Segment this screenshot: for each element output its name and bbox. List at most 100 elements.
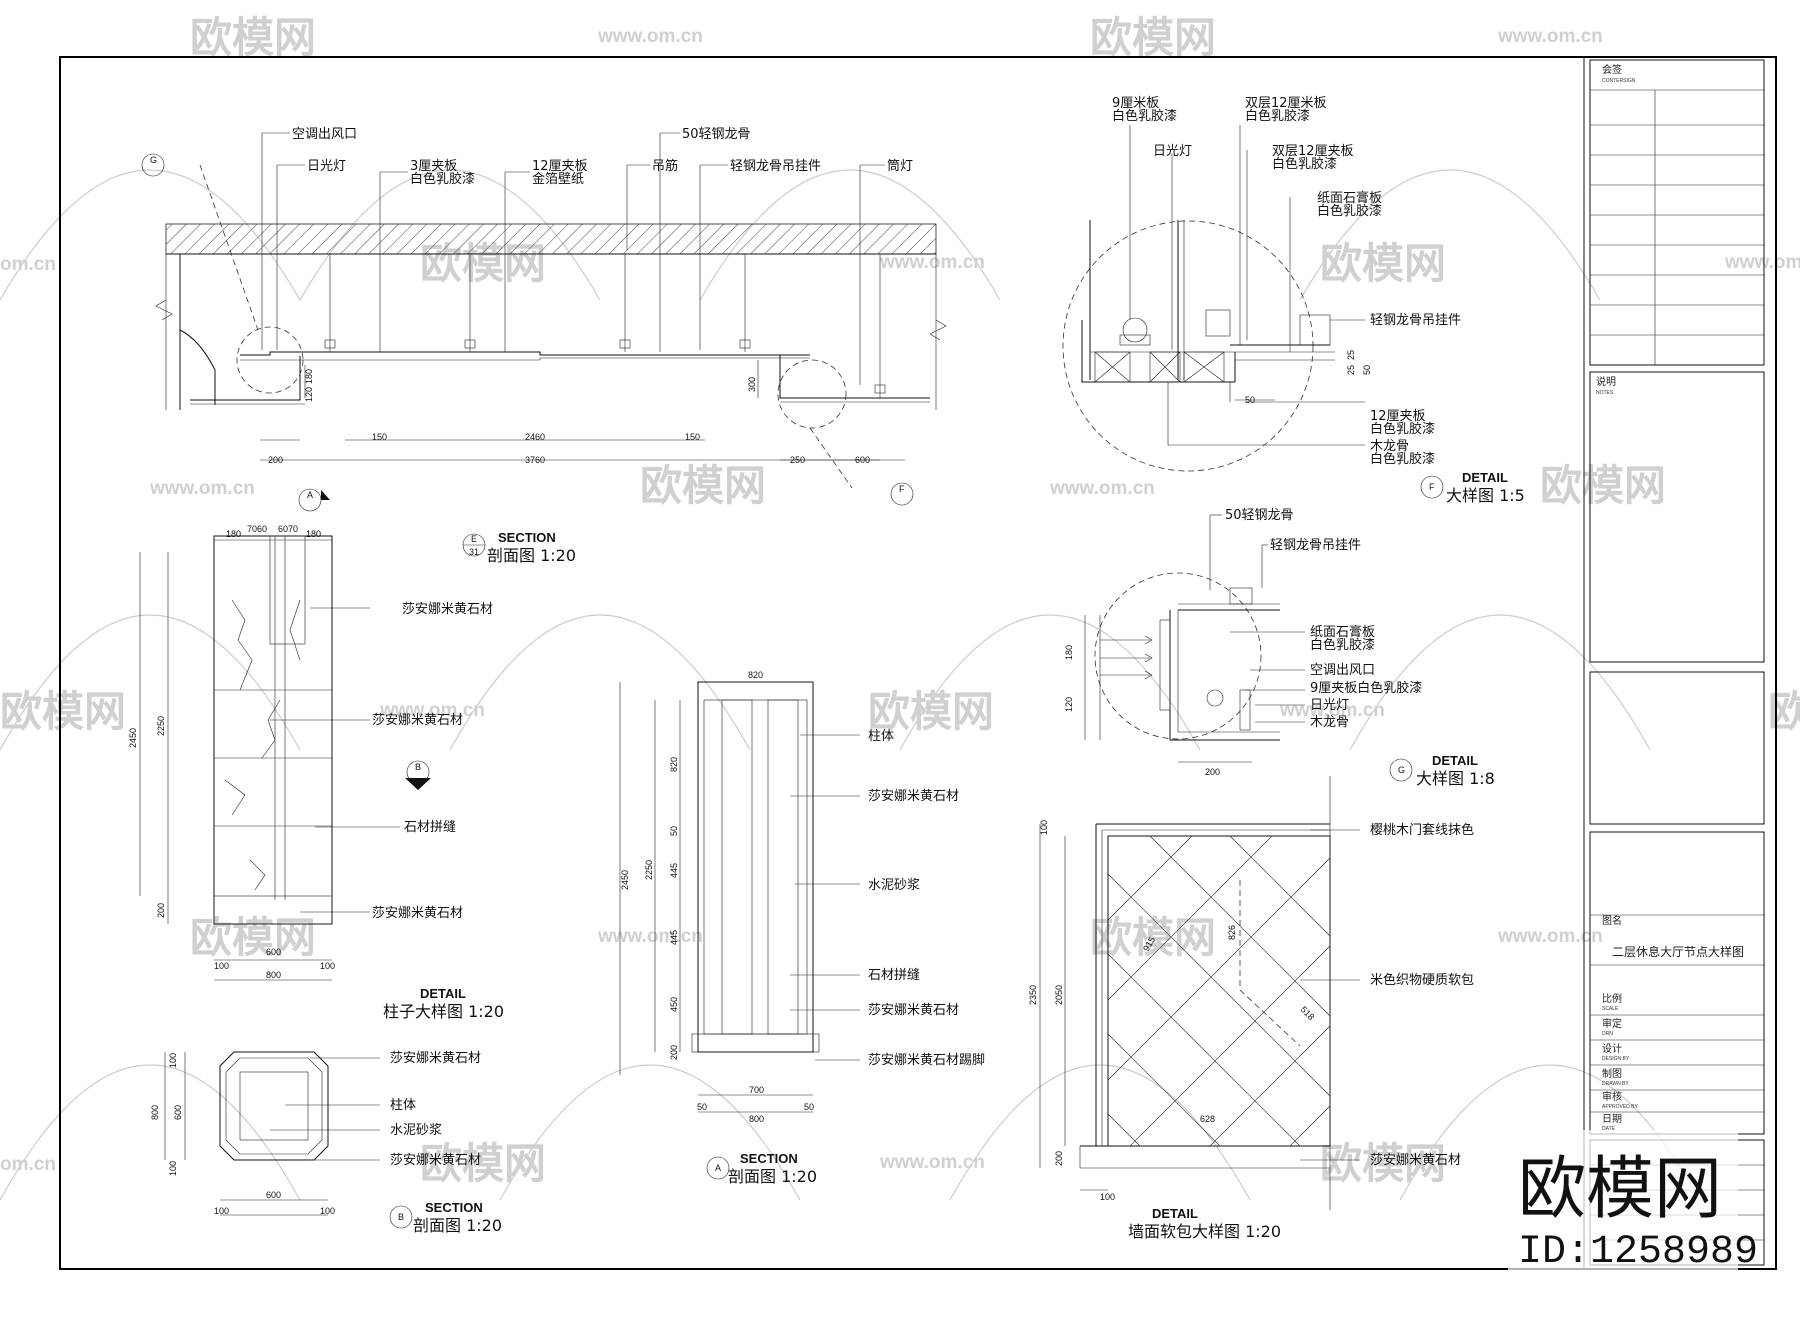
tb-date-en: DATE [1602,1126,1616,1132]
tb-design: 设计 [1602,1042,1622,1055]
sb-label-stone: 莎安娜米黄石材 [390,1051,481,1066]
tb-approved-en: APPROVED BY [1602,1104,1639,1110]
section-e-mark: E [471,534,477,544]
watermark-url: om.cn [0,1154,56,1175]
sa-dim-200: 200 [669,1045,679,1060]
callout-a-text: A [307,490,313,500]
ceiling-section: + [155,132,947,489]
watermark-url: www.om.cn [597,26,703,47]
wd-dim-v2350: 2350 [1028,985,1038,1005]
tb-tuming-label: 图名 [1602,914,1622,927]
column-outline [213,535,333,925]
tb-huiqian: 会签 [1602,63,1622,76]
df-label-hanger: 轻钢龙骨吊挂件 [1370,313,1461,328]
df-dim-50a: 50 [1362,365,1372,375]
section-e-caption: SECTION [498,530,556,545]
sb-label-mortar: 水泥砂浆 [390,1123,442,1138]
dg-dim-180: 180 [1064,645,1074,660]
watermark-url: www.om.cn [1497,26,1603,47]
df-label-dbl12a-finish: 白色乳胶漆 [1245,108,1310,124]
watermark-brand: 欧模网 [1768,687,1800,736]
wall-detail [1039,776,1360,1210]
watermark-brand: 欧模网 [868,687,994,736]
label-vent: 空调出风口 [292,127,357,142]
dim-120: 120 [304,387,314,402]
df-label-gypsum: 纸面石膏板 [1317,190,1382,206]
sb-dim-v100a: 100 [168,1053,178,1068]
sb-caption: SECTION [425,1200,483,1215]
sb-dim-v600: 600 [173,1105,183,1120]
label-ply3: 3厘夹板 [410,159,457,174]
label-hanger-rod: 吊筋 [652,158,678,174]
cd-dim-800: 800 [266,970,281,980]
watermark-brand: 欧模网 [1320,1139,1446,1188]
tb-approved: 审核 [1602,1090,1622,1103]
sa-dim-50: 50 [669,826,679,836]
diamond-grid [1107,835,1331,1147]
cd-marker-b-arrow [405,778,431,790]
dg-dim-120: 120 [1064,697,1074,712]
cd-dim-600: 600 [266,947,281,957]
callout-a-arrow [321,490,330,500]
dim-180: 180 [304,369,314,384]
df-label-ply9-finish: 白色乳胶漆 [1112,108,1177,124]
sb-dim-v800: 800 [150,1105,160,1120]
detail-f-circle [1062,220,1314,472]
sa-dim-top820: 820 [748,670,763,680]
wd-caption: DETAIL [1152,1206,1198,1221]
sa-caption: SECTION [740,1151,798,1166]
watermark-url: www.om.cn [1279,700,1385,721]
sb-mark: B [398,1212,404,1222]
cd-dim-top-c: 6070 [278,524,298,534]
wd-dim-628: 628 [1200,1114,1215,1124]
watermark-brand: 欧模网 [1090,913,1216,962]
watermark-url: www.om.cn [379,700,485,721]
wd-label-fabric: 米色织物硬质软包 [1370,972,1474,988]
cd-dim-top-a: 180 [226,529,241,539]
sa-dim-b800: 800 [749,1114,764,1124]
brand-badge-id: ID:1258989 [1518,1230,1758,1275]
cd-caption: DETAIL [420,986,466,1001]
cd-dim-2250: 2250 [156,716,166,736]
watermark-url: www.om.cn [149,478,255,499]
wd-label-door-trim: 樱桃木门套线抹色 [1370,822,1474,838]
tb-check: 审定 [1602,1017,1622,1030]
watermark-brand: 欧模网 [190,913,316,962]
df-dim-25a: 25 [1346,365,1356,375]
dg-label-hanger: 轻钢龙骨吊挂件 [1270,538,1361,553]
section-b-outline [219,1051,329,1161]
df-dim-25b: 25 [1346,350,1356,360]
watermark-brand: 欧模网 [420,1139,546,1188]
sb-dim-v100b: 100 [168,1161,178,1176]
df-label-ply12-finish: 白色乳胶漆 [1370,421,1435,437]
wd-dim-v100: 100 [1039,820,1049,835]
dg-label-fluorescent: 日光灯 [1310,698,1349,713]
sa-title: 剖面图 1:20 [728,1167,817,1186]
dg-label-gypsum: 纸面石膏板 [1310,624,1375,640]
df-label-fluorescent: 日光灯 [1153,144,1192,159]
sb-marker [389,1205,413,1229]
label-fluorescent: 日光灯 [307,159,346,174]
sb-dim-h100b: 100 [320,1206,335,1216]
dim-600: 600 [855,455,870,465]
cd-label-joint: 石材拼缝 [404,820,456,835]
sa-label-stone2: 莎安娜米黄石材 [868,1003,959,1018]
detail-g-text: 50轻钢龙骨 轻钢龙骨吊挂件 纸面石膏板 白色乳胶漆 空调出风口 9厘夹板白色乳… [1064,508,1495,788]
title-block: 会签 CONTERSIGN 说明 NOTES 图名 二层休息大厅节点大样图 比例… [1589,59,1765,1266]
ceiling-section-text: 空调出风口 日光灯 3厘夹板 白色乳胶漆 12厘夹板 金箔壁纸 50轻钢龙骨 吊… [141,127,914,565]
callout-circle-g [236,326,304,394]
watermark-brand: 欧模网 [1320,239,1446,288]
label-downlight: 筒灯 [887,158,913,174]
tb-scale: 比例 [1602,992,1622,1005]
sa-dim-445b: 445 [669,930,679,945]
section-b [164,1051,380,1216]
df-mark: F [1429,482,1435,492]
sb-title: 剖面图 1:20 [413,1216,502,1235]
sa-dim-b50a: 50 [697,1102,707,1112]
watermark-url: www.om.cn [1497,926,1603,947]
sa-dim-2450: 2450 [620,870,630,890]
section-e-title: 剖面图 1:20 [487,546,576,565]
tb-drawn-en: DRAWN BY [1602,1081,1629,1087]
watermark-brand: 欧模网 [1090,13,1216,62]
df-dim-50b: 50 [1245,395,1255,405]
